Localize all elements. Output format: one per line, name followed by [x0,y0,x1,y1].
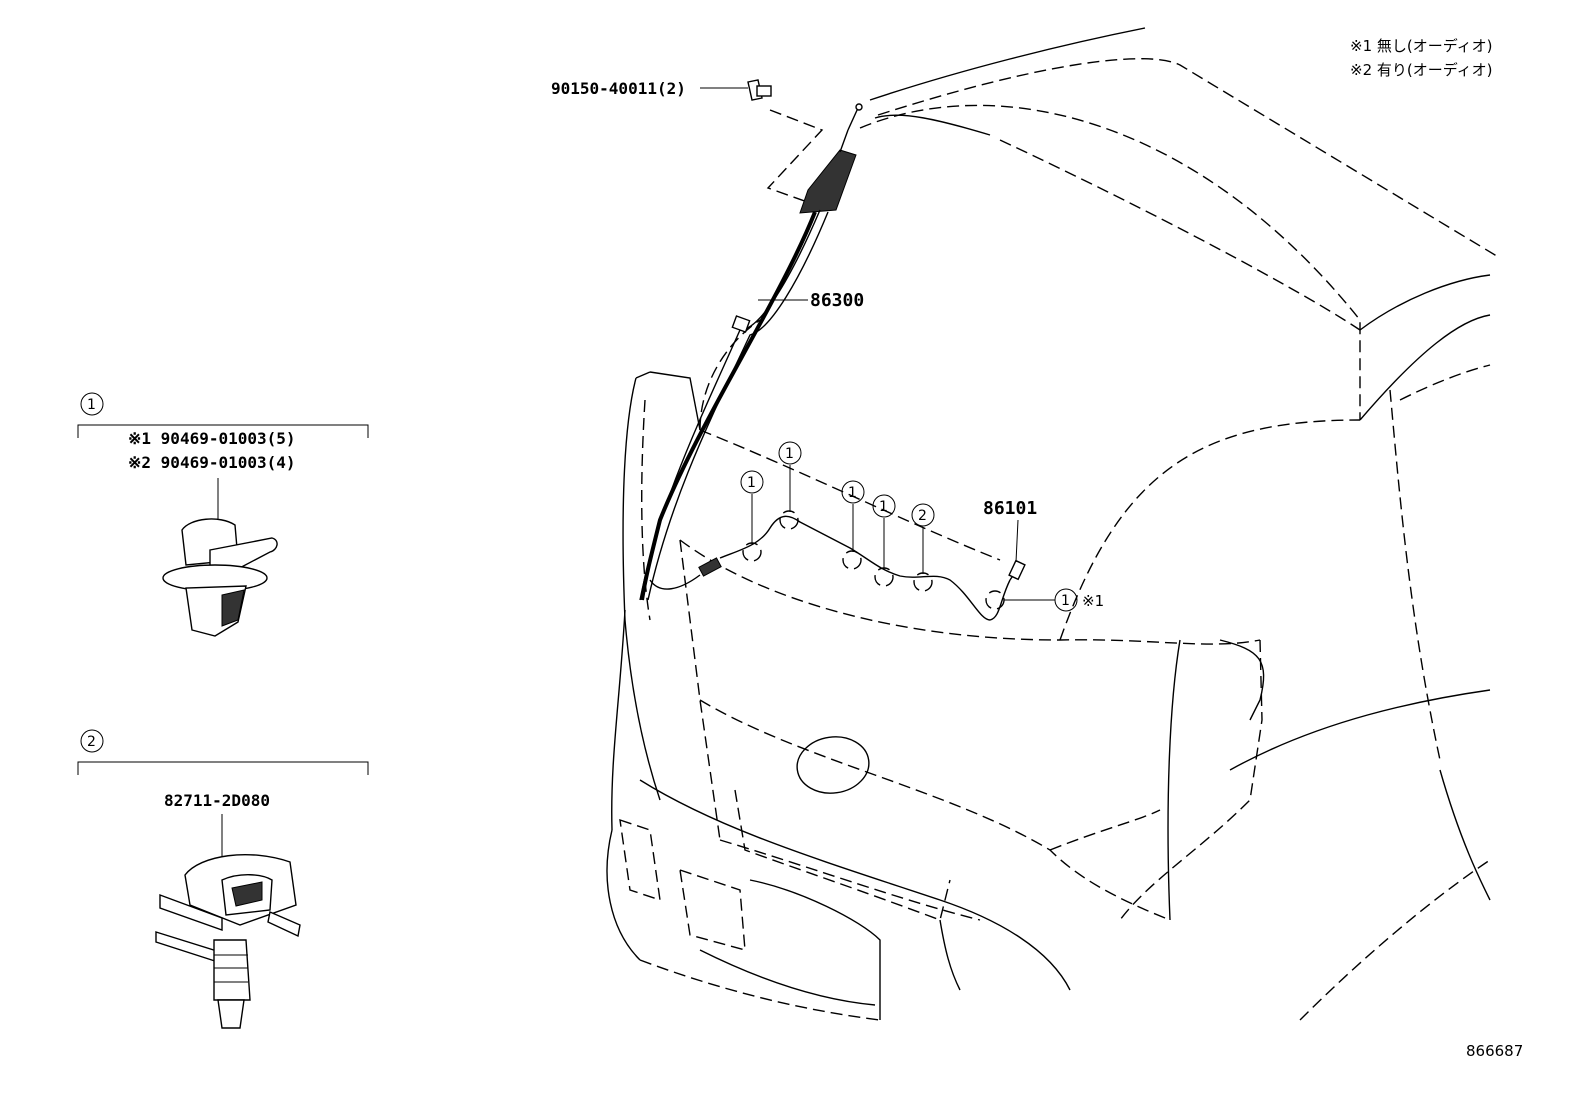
clip-callouts: 1 1 1 1 2 1 ※1 [740,441,1104,612]
bolt-label: 90150-40011(2) [551,79,686,98]
cable-label-group: 86101 [983,498,1037,563]
callout-number: 1 [785,446,794,462]
antenna-label: 86300 [810,290,864,311]
detail-1-line-1: ※1 90469-01003(5) [128,429,296,448]
note-2: ※2 有り(オーディオ) [1350,61,1493,79]
callout-number: 1 [848,485,857,501]
detail-2-clip: 2 82711-2D080 [77,729,369,1029]
callout-number: 1 [879,499,888,515]
detail-1-clip: 1 ※1 90469-01003(5) ※2 90469-01003(4) [77,392,369,637]
callout-number: 2 [918,508,927,524]
reference-number: 866687 [1466,1042,1523,1060]
detail-1-line-2: ※2 90469-01003(4) [128,453,296,472]
callout-number: 1 [747,475,756,491]
detail-1-number: 1 [87,397,96,413]
antenna-label-group: 86300 [758,290,864,311]
detail-2-number: 2 [87,734,96,750]
legend-notes: ※1 無し(オーディオ) ※2 有り(オーディオ) [1350,37,1493,79]
cable-label: 86101 [983,498,1037,519]
antenna-assembly [639,103,1026,621]
vehicle-outline [606,27,1501,1021]
detail-2-part: 82711-2D080 [164,791,270,810]
bolt-90150-40011: 90150-40011(2) [551,79,772,101]
callout-number: 1 [1061,593,1070,609]
callout-note-mark: ※1 [1082,592,1104,610]
note-1: ※1 無し(オーディオ) [1350,37,1493,55]
